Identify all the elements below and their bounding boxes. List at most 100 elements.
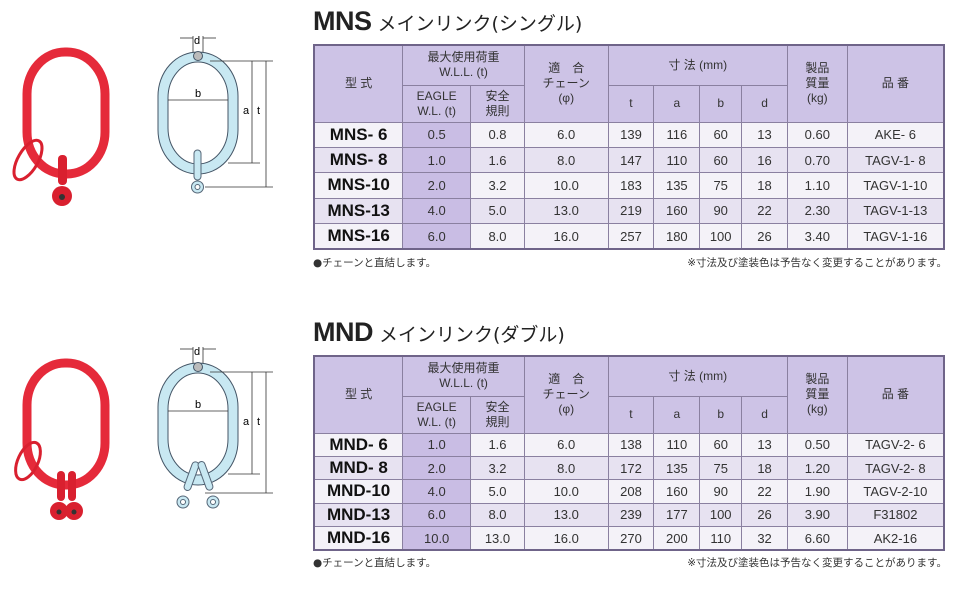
- header-model-label: 型 式: [344, 76, 373, 91]
- cell-model: MND- 8: [313, 455, 404, 481]
- cell-chain-size: 8.0: [523, 455, 609, 481]
- cell-chain-size: 6.0: [523, 121, 609, 148]
- header-dimensions: 寸 法 (mm): [607, 44, 788, 86]
- cell-chain-size: 6.0: [523, 432, 609, 457]
- cell-weight: 0.70: [786, 146, 848, 174]
- header-t: t: [607, 395, 655, 434]
- label-d: d: [194, 35, 200, 47]
- note-specs-may-change: ※寸法及び塗装色は予告なく変更することがあります。: [687, 557, 947, 569]
- cell-chain-size: 10.0: [523, 479, 609, 504]
- note-specs-may-change: ※寸法及び塗装色は予告なく変更することがあります。: [687, 257, 947, 269]
- header-chain-unit: (φ): [558, 402, 575, 417]
- header-t-label: t: [629, 96, 633, 110]
- cell-chain-size: 8.0: [523, 146, 609, 174]
- header-b: b: [699, 84, 743, 123]
- cell-eagle-wl: 6.0: [402, 223, 472, 250]
- cell-model: MND- 6: [313, 432, 404, 457]
- cell-eagle-wl: 6.0: [402, 502, 472, 528]
- cell-eagle-wl: 2.0: [402, 455, 472, 481]
- cell-part-number: AK2-16: [846, 526, 945, 551]
- cell-model: MNS-16: [313, 223, 404, 250]
- header-eagle-unit: W.L. (t): [417, 103, 456, 118]
- header-t-label: t: [629, 407, 633, 421]
- header-safety-label-2: 規則: [485, 414, 510, 429]
- cell-chain-size: 16.0: [523, 223, 609, 250]
- product-name: メインリンク(ダブル): [379, 324, 565, 346]
- product-illustrations: d b a t: [14, 346, 273, 520]
- cell-dim-a: 177: [653, 502, 701, 528]
- header-chain-unit: (φ): [558, 91, 575, 106]
- header-safety: 安全規則: [470, 84, 525, 123]
- cell-dim-t: 138: [607, 432, 655, 457]
- cell-dim-a: 135: [653, 455, 701, 481]
- cell-part-number: TAGV-1-16: [846, 223, 945, 250]
- cell-dim-a: 180: [653, 223, 701, 250]
- cell-safety-standard: 1.6: [470, 432, 525, 457]
- cell-dim-b: 100: [699, 223, 743, 250]
- header-eagle-label: EAGLE: [416, 399, 457, 414]
- cell-dim-t: 208: [607, 479, 655, 504]
- header-wll-label: 最大使用荷重: [427, 50, 500, 65]
- header-b: b: [699, 395, 743, 434]
- product-code: MND: [313, 317, 374, 347]
- header-d: d: [741, 395, 788, 434]
- cell-chain-size: 16.0: [523, 526, 609, 551]
- cell-dim-b: 90: [699, 479, 743, 504]
- cell-dim-a: 110: [653, 146, 701, 174]
- cell-part-number: TAGV-2- 8: [846, 455, 945, 481]
- cell-eagle-wl: 4.0: [402, 197, 472, 225]
- cell-chain-size: 13.0: [523, 502, 609, 528]
- cell-dim-t: 147: [607, 146, 655, 174]
- cell-weight: 0.50: [786, 432, 848, 457]
- cell-model: MND-16: [313, 526, 404, 551]
- header-d-label: d: [761, 407, 768, 421]
- cell-weight: 1.10: [786, 172, 848, 199]
- header-safety-label-2: 規則: [485, 103, 510, 118]
- header-weight-label: 製品: [805, 372, 830, 387]
- header-weight-unit: (kg): [807, 402, 828, 417]
- cell-part-number: TAGV-2- 6: [846, 432, 945, 457]
- cell-dim-d: 22: [741, 197, 788, 225]
- cell-safety-standard: 3.2: [470, 455, 525, 481]
- header-weight-unit: (kg): [807, 91, 828, 106]
- cell-safety-standard: 13.0: [470, 526, 525, 551]
- cell-dim-t: 172: [607, 455, 655, 481]
- header-chain-label-2: チェーン: [542, 387, 590, 402]
- cell-dim-b: 60: [699, 146, 743, 174]
- cell-dim-t: 257: [607, 223, 655, 250]
- label-b: b: [195, 399, 201, 411]
- cell-weight: 6.60: [786, 526, 848, 551]
- dimension-diagram: d b a t: [157, 35, 273, 194]
- cell-dim-d: 16: [741, 146, 788, 174]
- note-direct-connection: ●チェーンと直結します。: [313, 257, 437, 269]
- header-chain: 適 合チェーン(φ): [523, 355, 609, 434]
- product-name: メインリンク(シングル): [377, 13, 583, 35]
- cell-model: MNS- 6: [313, 121, 404, 148]
- header-a: a: [653, 395, 701, 434]
- header-part-number-label: 品 番: [881, 387, 910, 402]
- cell-safety-standard: 8.0: [470, 502, 525, 528]
- header-d: d: [741, 84, 788, 123]
- header-chain-label: 適 合: [548, 372, 585, 387]
- header-weight: 製品質量(kg): [786, 44, 848, 123]
- cell-dim-d: 26: [741, 502, 788, 528]
- cell-eagle-wl: 1.0: [402, 432, 472, 457]
- header-dimensions: 寸 法 (mm): [607, 355, 788, 397]
- cell-dim-b: 75: [699, 172, 743, 199]
- cell-safety-standard: 8.0: [470, 223, 525, 250]
- cell-part-number: F31802: [846, 502, 945, 528]
